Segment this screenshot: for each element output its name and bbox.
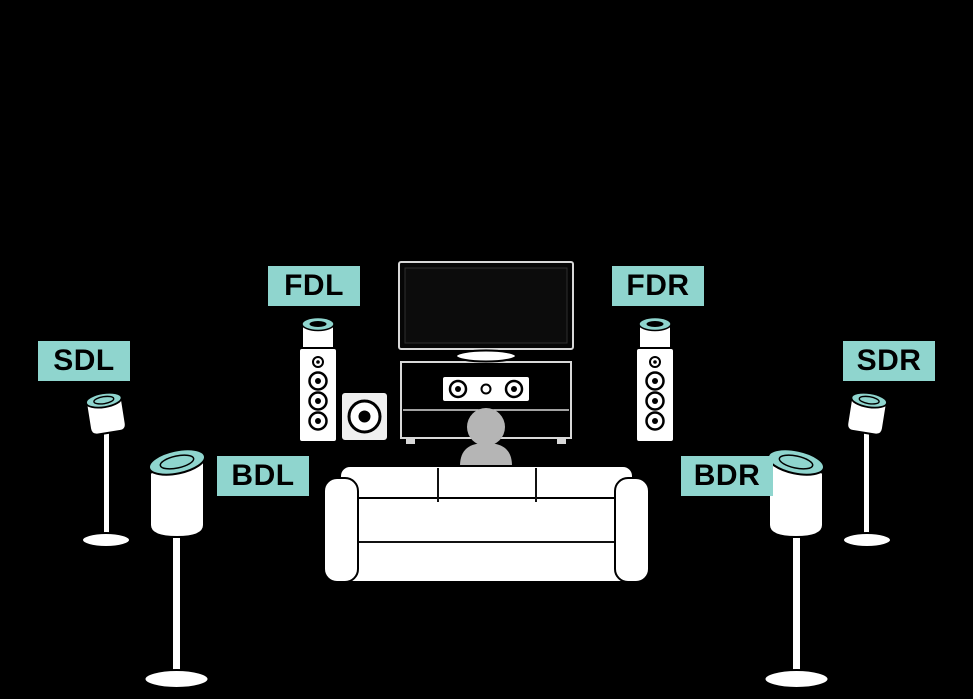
label-fdr-text: FDR [626, 269, 690, 302]
label-back-dolby-left: BDL [217, 456, 309, 496]
label-sdr-text: SDR [856, 344, 922, 377]
label-sdl-text: SDL [53, 344, 115, 377]
surround-speaker-left [81, 391, 131, 548]
sofa-foot [604, 582, 620, 593]
sofa-armrest-right [614, 477, 650, 583]
speaker-stand-pole [171, 535, 182, 675]
sofa-seat [331, 497, 642, 583]
label-bdr-text: BDR [693, 459, 761, 492]
tv [398, 261, 574, 363]
speaker-stand-base [81, 532, 131, 548]
front-tower-speaker-left [298, 316, 338, 443]
label-surround-dolby-left: SDL [38, 341, 130, 381]
label-fdl-text: FDL [284, 269, 344, 302]
subwoofer [340, 391, 389, 442]
cabinet-leg [406, 438, 415, 444]
speaker-stand-base [842, 532, 892, 548]
speaker-stand-pole [862, 429, 871, 537]
label-back-dolby-right: BDR [681, 456, 773, 496]
label-front-dolby-left: FDL [268, 266, 360, 306]
speaker-stand-pole [102, 429, 111, 537]
label-surround-dolby-right: SDR [843, 341, 935, 381]
speaker-stand-base [763, 669, 830, 689]
front-tower-speaker-right [635, 316, 675, 443]
sofa-foot [354, 582, 370, 593]
tv-stand [455, 349, 517, 363]
speaker-stand-pole [791, 535, 802, 675]
speaker-stand-base [143, 669, 210, 689]
listener-head [467, 408, 505, 446]
back-speaker-left [143, 448, 210, 689]
sofa-armrest-left [323, 477, 359, 583]
center-speaker [441, 375, 531, 403]
back-speaker-right [763, 448, 830, 689]
cabinet-leg [557, 438, 566, 444]
surround-speaker-right [842, 391, 892, 548]
label-front-dolby-right: FDR [612, 266, 704, 306]
label-bdl-text: BDL [231, 459, 295, 492]
sofa [323, 465, 650, 593]
